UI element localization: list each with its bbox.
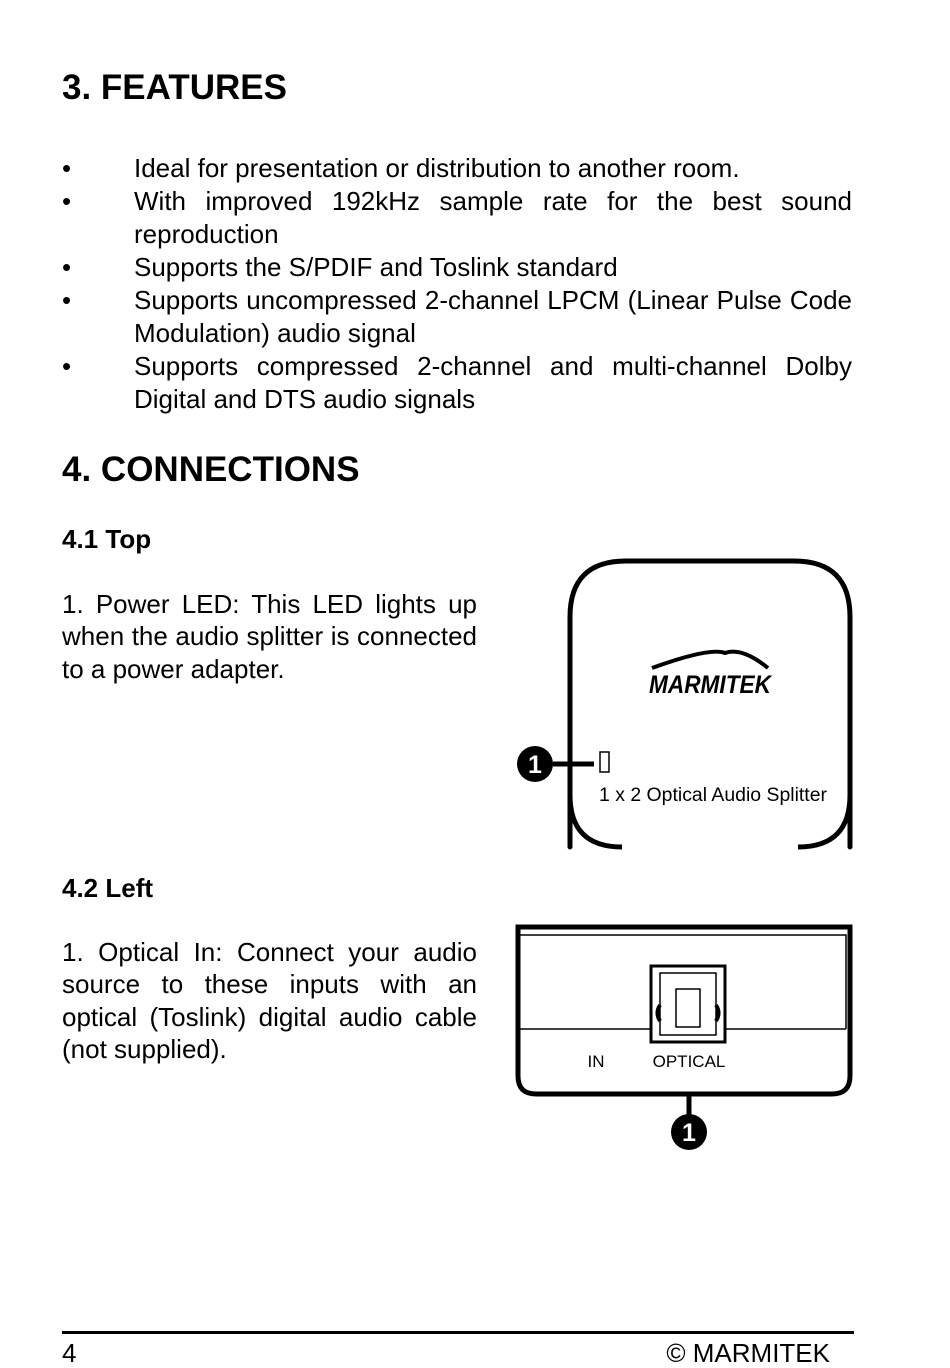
device-side-outline	[515, 924, 853, 1097]
product-label: 1 x 2 Optical Audio Splitter	[599, 785, 828, 806]
bullet-icon: •	[62, 285, 72, 315]
callout-badge	[517, 746, 553, 782]
feature-text: Supports compressed 2-channel and multi-…	[134, 351, 852, 414]
power-led-icon	[599, 751, 610, 773]
label-optical: OPTICAL	[653, 1052, 726, 1071]
left-view-figure: IN OPTICAL 1	[515, 924, 853, 1150]
feature-text: Supports the S/PDIF and Toslink standard	[134, 252, 618, 282]
brand-logo: MARMITEK	[649, 671, 773, 699]
device-corner-left	[567, 794, 623, 850]
bullet-icon: •	[62, 252, 72, 282]
features-list: • Ideal for presentation or distribution …	[62, 152, 852, 416]
brand-logo-arc	[651, 649, 770, 670]
bullet-icon: •	[62, 153, 72, 183]
copyright-notice: © MARMITEK	[666, 1338, 830, 1368]
list-item: • Supports the S/PDIF and Toslink standar…	[62, 251, 852, 284]
page-number: 4	[62, 1338, 77, 1368]
list-item: • Ideal for presentation or distribution …	[62, 152, 852, 185]
top-subheading: 4.1 Top	[62, 524, 152, 554]
left-subheading: 4.2 Left	[62, 873, 154, 903]
list-item: • Supports compressed 2-channel and multi…	[62, 350, 852, 416]
device-corner-right	[797, 794, 853, 850]
feature-text: Supports uncompressed 2-channel LPCM (Li…	[134, 285, 852, 348]
power-led-description: 1. Power LED: This LED lights up when th…	[62, 589, 477, 684]
feature-text: With improved 192kHz sample rate for the…	[134, 186, 852, 249]
device-outline	[567, 558, 853, 850]
top-view-figure: MARMITEK 1 1 x 2 Optical Audio Splitter	[517, 558, 853, 850]
footer-divider	[62, 1331, 854, 1334]
device-edge-line	[520, 934, 847, 1029]
callout-number: 1	[528, 751, 542, 779]
optical-port-inner	[659, 972, 717, 1036]
features-heading: 3. FEATURES	[62, 68, 287, 107]
label-in: IN	[588, 1052, 605, 1071]
list-item: • Supports uncompressed 2-channel LPCM (L…	[62, 284, 852, 350]
port-latch-right	[714, 1003, 721, 1023]
feature-text: Ideal for presentation or distribution t…	[134, 153, 740, 183]
bullet-icon: •	[62, 351, 72, 381]
list-item: • With improved 192kHz sample rate for th…	[62, 185, 852, 251]
optical-port-frame	[649, 964, 727, 1044]
optical-in-description: 1. Optical In: Connect your audio source…	[62, 937, 477, 1064]
optical-port-icon	[675, 988, 701, 1028]
callout-badge	[671, 1114, 707, 1150]
callout-number: 1	[682, 1119, 696, 1147]
connections-heading: 4. CONNECTIONS	[62, 450, 360, 489]
port-latch-left	[655, 1003, 662, 1023]
bullet-icon: •	[62, 186, 72, 216]
